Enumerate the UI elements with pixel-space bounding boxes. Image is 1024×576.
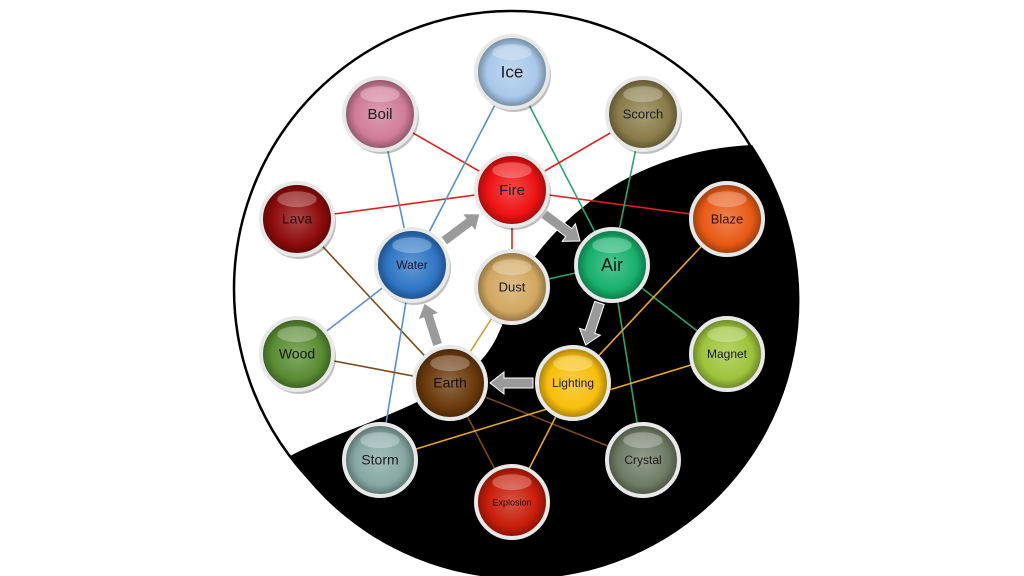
node-circle: [259, 181, 335, 257]
node-highlight: [623, 432, 663, 449]
node-highlight: [360, 86, 400, 103]
node-lighting: Lighting: [535, 345, 612, 423]
node-scorch: Scorch: [605, 76, 682, 154]
node-highlight: [492, 162, 532, 179]
node-circle: [605, 422, 681, 498]
node-label: Fire: [499, 182, 525, 199]
node-highlight: [492, 474, 532, 491]
node-label: Earth: [433, 375, 466, 391]
node-highlight: [430, 355, 470, 372]
node-label: Scorch: [623, 106, 663, 121]
node-circle: [474, 34, 550, 110]
node-highlight: [553, 355, 593, 372]
node-crystal: Crystal: [605, 422, 682, 500]
node-highlight: [707, 191, 747, 208]
node-highlight: [592, 237, 632, 254]
node-highlight: [707, 326, 747, 343]
node-air: Air: [574, 227, 651, 305]
node-earth: Earth: [412, 345, 489, 423]
node-circle: [259, 316, 335, 392]
arrow-earth-to-water: [417, 302, 444, 348]
node-circle: [574, 227, 650, 303]
node-fire: Fire: [474, 152, 551, 230]
node-label: Air: [601, 255, 623, 275]
node-storm: Storm: [342, 422, 419, 500]
arrow-fire-to-air: [540, 209, 581, 242]
node-highlight: [360, 432, 400, 449]
node-circle: [474, 152, 550, 228]
node-circle: [605, 76, 681, 152]
node-label: Water: [396, 258, 428, 272]
arrow-air-to-lighting: [578, 300, 605, 346]
node-circle: [342, 76, 418, 152]
arrow-lighting-to-earth: [489, 370, 534, 396]
node-circle: [535, 345, 611, 421]
node-dust: Dust: [474, 249, 551, 327]
node-label: Magnet: [707, 347, 748, 361]
node-label: Dust: [499, 279, 526, 294]
node-circle: [342, 422, 418, 498]
node-highlight: [623, 86, 663, 103]
node-ice: Ice: [474, 34, 551, 112]
node-label: Ice: [501, 62, 524, 81]
node-wood: Wood: [259, 316, 336, 394]
node-label: Storm: [361, 452, 398, 468]
node-highlight: [277, 326, 317, 343]
node-explosion: Explosion: [474, 464, 551, 542]
node-label: Boil: [367, 106, 392, 123]
cycle-arrows: [417, 209, 605, 396]
outer-ring: [232, 9, 792, 569]
node-magnet: Magnet: [689, 316, 766, 394]
node-label: Lava: [282, 211, 313, 227]
node-circle: [374, 227, 450, 303]
node-label: Crystal: [624, 453, 661, 467]
node-highlight: [277, 191, 317, 208]
node-highlight: [492, 44, 532, 61]
node-label: Wood: [279, 346, 315, 362]
node-lava: Lava: [259, 181, 336, 259]
node-circle: [689, 181, 765, 257]
node-circle: [474, 464, 550, 540]
node-circle: [689, 316, 765, 392]
node-water: Water: [374, 227, 451, 305]
node-circle: [474, 249, 550, 325]
node-boil: Boil: [342, 76, 419, 154]
node-label: Lighting: [552, 376, 594, 390]
node-label: Explosion: [492, 497, 531, 507]
node-highlight: [392, 237, 432, 254]
arrow-water-to-fire: [440, 213, 481, 246]
node-blaze: Blaze: [689, 181, 766, 259]
node-label: Blaze: [711, 211, 744, 226]
node-circle: [412, 345, 488, 421]
node-highlight: [492, 259, 532, 276]
